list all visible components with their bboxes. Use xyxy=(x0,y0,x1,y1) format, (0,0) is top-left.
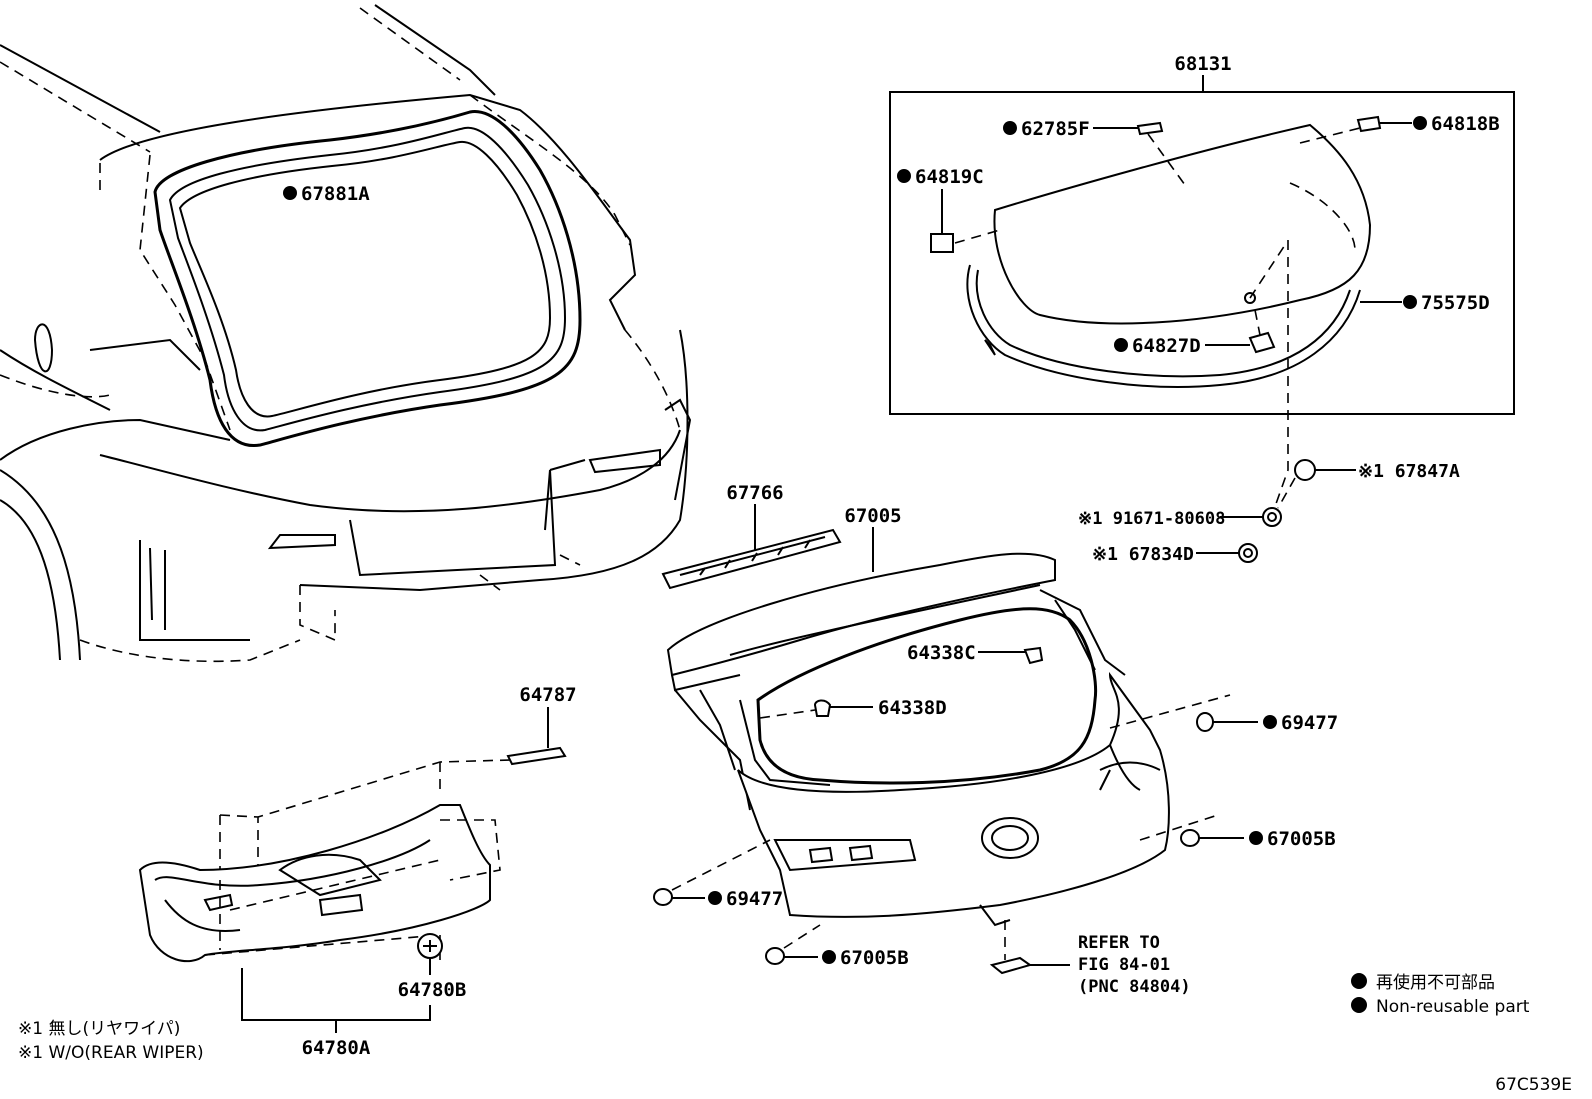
label-67834D: ※1 67834D xyxy=(1092,544,1194,565)
label-67847A: ※1 67847A xyxy=(1358,461,1460,482)
washer-nozzle-parts xyxy=(1196,459,1356,563)
label-75575D: 75575D xyxy=(1421,292,1490,314)
legend: 再使用不可部品 Non-reusable part xyxy=(1351,972,1530,1017)
lower-door-trim xyxy=(138,707,567,1033)
label-67005: 67005 xyxy=(844,505,901,527)
label-64780B: 64780B xyxy=(398,979,467,1001)
trim-panel-assembly-box xyxy=(889,75,1515,516)
label-64818B: 64818B xyxy=(1431,113,1500,135)
refer-to-note: REFER TO FIG 84-01 (PNC 84804) xyxy=(1078,933,1191,997)
label-64338D: 64338D xyxy=(878,697,947,719)
refer-line-3: (PNC 84804) xyxy=(1078,977,1191,997)
label-68131: 68131 xyxy=(1174,53,1231,75)
stop-lamp-bar xyxy=(661,504,842,590)
note-en: ※1 W/O(REAR WIPER) xyxy=(18,1043,204,1063)
label-62785F: 62785F xyxy=(1021,118,1090,140)
label-67766: 67766 xyxy=(726,482,783,504)
label-64787: 64787 xyxy=(519,684,576,706)
footnotes: ※1 無し(リヤワイパ) ※1 W/O(REAR WIPER) xyxy=(18,1019,204,1063)
label-69477-right: 69477 xyxy=(1281,712,1338,734)
callout-labels: 68131 62785F 64818B 64819C 75575D 64827D… xyxy=(283,53,1500,1059)
vehicle-rear-body xyxy=(0,4,692,663)
label-91671-80608: ※1 91671-80608 xyxy=(1078,509,1225,529)
label-64338C: 64338C xyxy=(907,642,976,664)
label-64780A: 64780A xyxy=(302,1037,371,1059)
legend-bullet-icon xyxy=(1351,997,1367,1013)
label-67005B-right: 67005B xyxy=(1267,828,1336,850)
label-67881A: 67881A xyxy=(301,183,370,205)
label-67005B-left: 67005B xyxy=(840,947,909,969)
refer-line-2: FIG 84-01 xyxy=(1078,955,1170,975)
legend-en: Non-reusable part xyxy=(1376,997,1530,1017)
note-jp: ※1 無し(リヤワイパ) xyxy=(18,1019,180,1039)
figure-code: 67C539E xyxy=(1495,1075,1572,1095)
label-69477-left: 69477 xyxy=(726,888,783,910)
legend-jp: 再使用不可部品 xyxy=(1376,972,1495,993)
refer-line-1: REFER TO xyxy=(1078,933,1160,953)
label-64819C: 64819C xyxy=(915,166,984,188)
door-bumpers xyxy=(653,694,1258,965)
legend-bullet-icon xyxy=(1351,973,1367,989)
back-door-panel xyxy=(666,527,1170,975)
label-64827D: 64827D xyxy=(1132,335,1201,357)
